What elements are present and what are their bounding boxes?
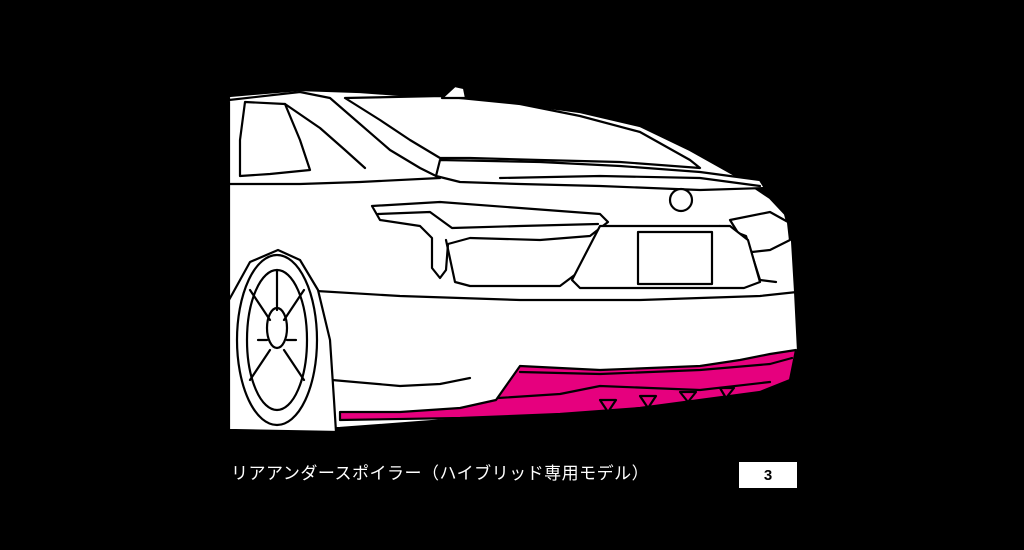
diffuser-fin	[678, 390, 698, 404]
trunk-lip	[498, 174, 762, 188]
shark-fin	[440, 84, 468, 100]
diffuser-fin	[598, 398, 618, 414]
part-caption: リアアンダースポイラー（ハイブリッド専用モデル）	[231, 464, 650, 484]
rear-window	[343, 94, 702, 170]
part-number-badge: 3	[739, 462, 797, 488]
quarter-window	[238, 100, 312, 178]
leader-line	[699, 399, 727, 440]
rear-emblem	[668, 187, 694, 213]
c-pillar	[283, 102, 367, 170]
bumper-line	[298, 288, 799, 302]
diffuser-fin	[718, 386, 736, 400]
license-plate	[636, 230, 714, 286]
diffuser-fin	[638, 394, 658, 410]
tail-light-left	[370, 200, 610, 280]
